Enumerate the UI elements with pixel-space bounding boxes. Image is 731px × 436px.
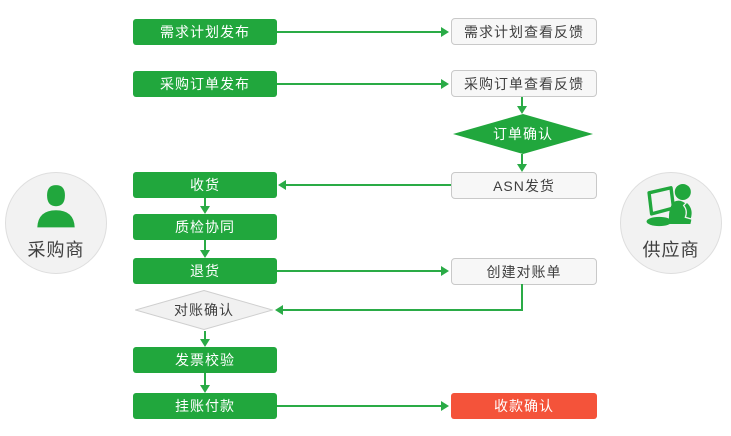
arrow-to-order-confirm-head	[517, 106, 527, 114]
diamond-shape	[135, 290, 273, 330]
node-demand-feedback: 需求计划查看反馈	[451, 18, 597, 45]
buyer-label: 采购商	[27, 240, 85, 260]
node-demand-publish: 需求计划发布	[133, 19, 277, 45]
arrow-to-order-confirm-line	[521, 97, 523, 106]
arrow-demand-head	[441, 27, 449, 37]
person-icon	[37, 185, 75, 228]
arrow-quality-returns-line	[204, 240, 206, 250]
node-quality: 质检协同	[133, 214, 277, 240]
arrow-confirm-invoice-head	[200, 339, 210, 347]
arrow-to-asn-line	[521, 154, 523, 164]
node-statement-confirm: 对账确认	[135, 290, 273, 330]
arrow-invoice-payment-line	[204, 373, 206, 385]
arrow-quality-returns-head	[200, 250, 210, 258]
arrow-to-asn-head	[517, 164, 527, 172]
arrow-statement-confirm-vline	[521, 284, 523, 311]
node-label: 对账确认	[174, 302, 234, 318]
arrow-statement-confirm-hline	[283, 309, 523, 311]
arrow-receive-quality-head	[200, 206, 210, 214]
node-po-publish: 采购订单发布	[133, 71, 277, 97]
diamond-shape	[453, 114, 593, 154]
node-asn-ship: ASN发货	[451, 172, 597, 199]
node-returns: 退货	[133, 258, 277, 284]
arrow-asn-receive-line	[286, 184, 451, 186]
node-payment: 挂账付款	[133, 393, 277, 419]
node-po-feedback: 采购订单查看反馈	[451, 70, 597, 97]
arrow-receive-quality-line	[204, 198, 206, 207]
arrow-asn-receive-head	[278, 180, 286, 190]
arrow-invoice-payment-head	[200, 385, 210, 393]
supplier-label: 供应商	[642, 240, 700, 260]
node-label: 订单确认	[493, 126, 553, 142]
arrow-returns-statement-head	[441, 266, 449, 276]
arrow-po-line	[277, 83, 441, 85]
buyer-actor: 采购商	[5, 172, 107, 274]
node-receipt-confirm: 收款确认	[451, 393, 597, 419]
arrow-payment-receipt-line	[277, 405, 441, 407]
arrow-demand-line	[277, 31, 441, 33]
arrow-po-head	[441, 79, 449, 89]
node-order-confirm: 订单确认	[453, 114, 593, 154]
arrow-statement-confirm-head	[275, 305, 283, 315]
arrow-payment-receipt-head	[441, 401, 449, 411]
node-receive: 收货	[133, 172, 277, 198]
node-invoice-verify: 发票校验	[133, 347, 277, 373]
person-laptop-icon	[646, 183, 693, 227]
arrow-returns-statement-line	[277, 270, 441, 272]
node-create-statement: 创建对账单	[451, 258, 597, 285]
supplier-actor: 供应商	[620, 172, 722, 274]
arrow-confirm-invoice-line	[204, 331, 206, 340]
